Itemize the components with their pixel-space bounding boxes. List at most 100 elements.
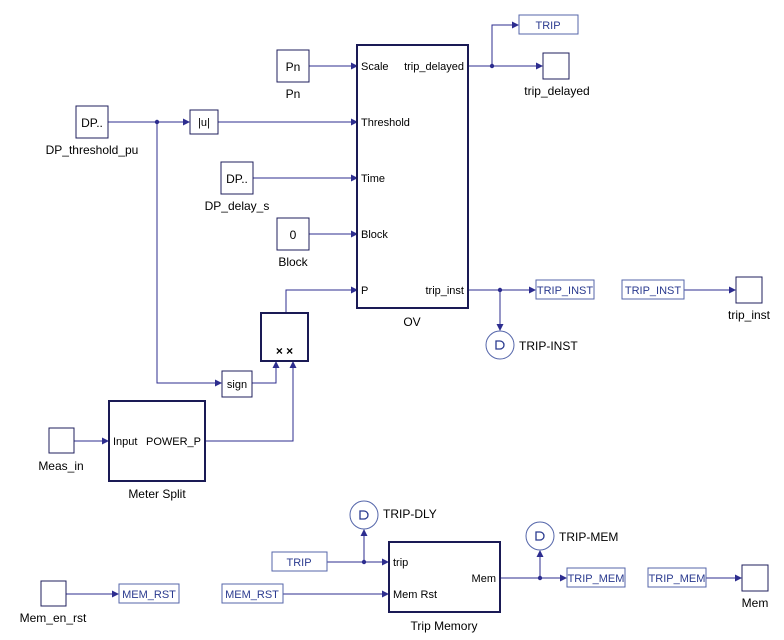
meter-split-label: Meter Split: [128, 487, 186, 501]
arrow-trip-delayed: [536, 62, 543, 70]
trip-goto-tag[interactable]: TRIP: [518, 14, 579, 35]
product-symbol: × ×: [276, 344, 293, 358]
ov-port-scale: Scale: [361, 61, 389, 73]
pn-label: Pn: [286, 87, 301, 101]
dp-threshold-symbol: DP..: [81, 116, 103, 130]
meter-split-block[interactable]: Input POWER_P Meter Split: [108, 400, 206, 501]
trip-goto-text: TRIP: [535, 20, 560, 32]
wire-product-p: [285, 289, 352, 312]
arrow-meter-in: [102, 437, 109, 445]
meter-split-input: Input: [113, 436, 137, 448]
arrow-sign: [215, 379, 222, 387]
arrow-threshold: [351, 118, 358, 126]
arrow-abs: [183, 118, 190, 126]
product-block[interactable]: × ×: [260, 312, 309, 362]
mem-en-rst-port[interactable]: Mem_en_rst: [20, 580, 87, 625]
mem-rst-from-text: MEM_RST: [225, 589, 279, 601]
arrow-trip-mem: [382, 558, 389, 566]
arrow-en-rst: [112, 590, 119, 598]
trip-mem-from-tag[interactable]: TRIP_MEM: [647, 567, 707, 588]
dp-threshold-block[interactable]: DP.. DP_threshold_pu: [46, 105, 139, 157]
wires: [66, 21, 742, 598]
trip-mem-probe[interactable]: TRIP-MEM: [525, 521, 618, 551]
arrow-p: [351, 286, 358, 294]
arrow-block: [351, 230, 358, 238]
trip-mem-probe-label: TRIP-MEM: [559, 530, 618, 544]
mem-out-label: Mem: [742, 596, 769, 610]
trip-inst-from-tag[interactable]: TRIP_INST: [621, 279, 685, 300]
trip-inst-probe[interactable]: TRIP-INST: [485, 330, 578, 360]
ov-port-p: P: [361, 285, 368, 297]
ov-block[interactable]: Scale Threshold Time Block P trip_delaye…: [356, 44, 469, 329]
pn-constant-block[interactable]: Pn Pn: [276, 49, 310, 101]
trip-inst-label: trip_inst: [728, 308, 771, 322]
ov-port-trip-delayed: trip_delayed: [404, 61, 464, 73]
trip-memory-block[interactable]: trip Mem Rst Mem Trip Memory: [388, 541, 501, 633]
trip-inst-probe-label: TRIP-INST: [519, 339, 578, 353]
trip-delayed-port[interactable]: trip_delayed: [524, 52, 590, 98]
trip-dly-probe-label: TRIP-DLY: [383, 507, 437, 521]
trip-inst-port[interactable]: trip_inst: [728, 276, 771, 322]
meas-in-label: Meas_in: [38, 459, 83, 473]
arrow-trip-goto: [512, 21, 519, 29]
arrow-probe-inst: [496, 324, 504, 331]
junction-trip: [361, 559, 367, 565]
arrow-time: [351, 174, 358, 182]
abs-block[interactable]: |u|: [189, 109, 219, 135]
arrow-probe-dly: [360, 529, 368, 536]
ov-port-block: Block: [361, 229, 388, 241]
ov-port-threshold: Threshold: [361, 117, 410, 129]
block-constant-block[interactable]: 0 Block: [276, 217, 310, 269]
dp-delay-symbol: DP..: [226, 172, 248, 186]
wire-threshold-sign: [156, 122, 216, 384]
mem-rst-from-tag[interactable]: MEM_RST: [221, 583, 284, 604]
trip-delayed-label: trip_delayed: [524, 84, 589, 98]
meter-split-output: POWER_P: [146, 436, 201, 448]
arrow-trip-inst: [529, 286, 536, 294]
wire-trip-goto: [491, 24, 513, 66]
mem-en-rst-label: Mem_en_rst: [20, 611, 87, 625]
trip-memory-input-trip: trip: [393, 557, 408, 569]
arrow-product-2: [289, 361, 297, 368]
trip-from-text: TRIP: [286, 557, 311, 569]
arrow-probe-mem: [536, 550, 544, 557]
block-constant-label: Block: [278, 255, 308, 269]
junction-mem: [537, 575, 543, 581]
meas-in-port[interactable]: Meas_in: [38, 427, 84, 473]
arrow-mem: [560, 574, 567, 582]
arrow-mem-out: [735, 574, 742, 582]
mem-out-port[interactable]: Mem: [741, 564, 769, 610]
wire-sign-product: [252, 366, 277, 384]
trip-from-tag[interactable]: TRIP: [271, 551, 328, 572]
trip-dly-probe[interactable]: TRIP-DLY: [349, 500, 437, 530]
dp-threshold-label: DP_threshold_pu: [46, 143, 139, 157]
junction-trip-inst: [497, 287, 503, 293]
trip-memory-input-memrst: Mem Rst: [393, 589, 437, 601]
mem-rst-goto-text: MEM_RST: [122, 589, 176, 601]
trip-mem-goto-tag[interactable]: TRIP_MEM: [566, 567, 626, 588]
block-constant-symbol: 0: [290, 228, 297, 242]
arrow-memrst: [382, 590, 389, 598]
ov-label: OV: [403, 315, 420, 329]
dp-delay-block[interactable]: DP.. DP_delay_s: [205, 161, 270, 213]
sign-block[interactable]: sign: [221, 370, 253, 398]
trip-mem-from-text: TRIP_MEM: [649, 573, 706, 585]
ov-port-time: Time: [361, 173, 385, 185]
mem-rst-goto-tag[interactable]: MEM_RST: [118, 583, 180, 604]
trip-mem-goto-text: TRIP_MEM: [568, 573, 625, 585]
trip-inst-from-text: TRIP_INST: [625, 285, 682, 297]
trip-memory-output: Mem: [472, 573, 496, 585]
arrow-scale: [351, 62, 358, 70]
trip-inst-goto-text: TRIP_INST: [537, 285, 594, 297]
abs-symbol: |u|: [198, 117, 210, 129]
sign-symbol: sign: [227, 379, 247, 391]
arrow-inst-out: [729, 286, 736, 294]
trip-inst-goto-tag[interactable]: TRIP_INST: [535, 279, 595, 300]
ov-port-trip-inst: trip_inst: [425, 285, 464, 297]
junction-trip-delayed: [489, 63, 495, 69]
dp-delay-label: DP_delay_s: [205, 199, 270, 213]
wire-meter-product: [205, 366, 294, 442]
arrow-product-1: [272, 361, 280, 368]
pn-symbol: Pn: [286, 60, 301, 74]
